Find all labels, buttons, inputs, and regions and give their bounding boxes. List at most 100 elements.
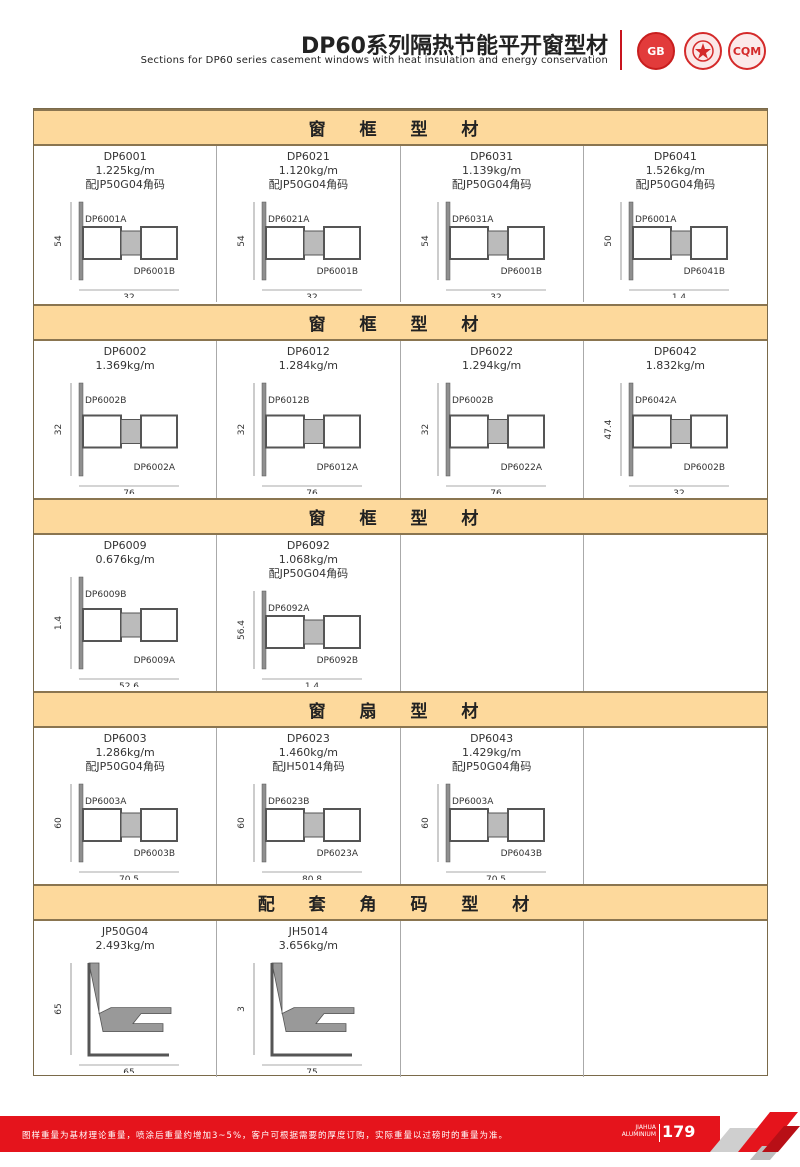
svg-text:54: 54 bbox=[421, 235, 431, 247]
svg-text:DP6002A: DP6002A bbox=[134, 463, 176, 473]
profile-weight: 1.429kg/m bbox=[461, 746, 522, 759]
profile-note: 配JH5014角码 bbox=[272, 760, 345, 773]
svg-text:DP6003B: DP6003B bbox=[134, 849, 175, 859]
profile-note: 配JP50G04角码 bbox=[451, 760, 532, 773]
svg-text:DP6009A: DP6009A bbox=[134, 656, 176, 666]
svg-text:DP6001A: DP6001A bbox=[85, 215, 127, 225]
profile-weight: 1.225kg/m bbox=[95, 164, 155, 177]
profile-code: JH5014 bbox=[288, 925, 329, 938]
svg-text:DP6042A: DP6042A bbox=[635, 396, 677, 406]
profile-code: DP6043 bbox=[470, 732, 514, 745]
profile-weight: 1.139kg/m bbox=[461, 164, 522, 177]
profile-note: 配JP50G04角码 bbox=[85, 178, 165, 191]
profile-weight: 1.460kg/m bbox=[278, 746, 338, 759]
svg-text:DP6001B: DP6001B bbox=[134, 267, 175, 277]
profile-code: DP6023 bbox=[286, 732, 330, 745]
profile-code: JP50G04 bbox=[101, 925, 149, 938]
svg-text:DP6009B: DP6009B bbox=[85, 590, 126, 600]
svg-text:DP6021A: DP6021A bbox=[268, 215, 310, 225]
gb-logo-icon: GB bbox=[637, 32, 675, 70]
svg-text:80.8: 80.8 bbox=[302, 875, 322, 880]
section-header: 窗 扇 型 材 bbox=[34, 691, 767, 728]
svg-text:DP6023B: DP6023B bbox=[268, 797, 309, 807]
page-subtitle: Sections for DP60 series casement window… bbox=[140, 55, 608, 66]
page-number: 179 bbox=[662, 1122, 696, 1141]
svg-text:52.6: 52.6 bbox=[119, 682, 139, 687]
profile-weight: 1.068kg/m bbox=[278, 553, 338, 566]
svg-text:32: 32 bbox=[490, 293, 501, 298]
cqm-logo-icon: CQM bbox=[728, 32, 766, 70]
svg-text:DP6002B: DP6002B bbox=[683, 463, 724, 473]
profile-code: DP6042 bbox=[653, 345, 697, 358]
footer-brand: JIAHUA ALUMINIUM bbox=[598, 1124, 656, 1138]
footer-red-bar bbox=[0, 1116, 720, 1152]
page-header: DP60系列隔热节能平开窗型材 Sections for DP60 series… bbox=[0, 0, 800, 90]
profile-weight: 1.286kg/m bbox=[95, 746, 155, 759]
svg-text:DP6012A: DP6012A bbox=[317, 463, 359, 473]
svg-text:1.4: 1.4 bbox=[54, 616, 64, 631]
svg-text:DP6092A: DP6092A bbox=[268, 604, 310, 614]
profile-code: DP6041 bbox=[653, 150, 697, 163]
page-number-divider bbox=[659, 1124, 660, 1142]
svg-text:70.5: 70.5 bbox=[485, 875, 505, 880]
profile-cross-section-drawing: 1.4 52.6 DP6009B DP6009A bbox=[34, 571, 218, 692]
svg-text:DP6001B: DP6001B bbox=[500, 267, 541, 277]
profile-weight: 1.284kg/m bbox=[278, 359, 338, 372]
svg-text:DP6001B: DP6001B bbox=[317, 267, 358, 277]
profile-weight: 1.369kg/m bbox=[95, 359, 155, 372]
profile-code: DP6002 bbox=[103, 345, 147, 358]
svg-text:DP6003A: DP6003A bbox=[85, 797, 127, 807]
profile-weight: 2.493kg/m bbox=[95, 939, 155, 952]
profile-note: 配JP50G04角码 bbox=[268, 178, 349, 191]
page-footer: 图样重量为基材理论重量，喷涂后重量约增加3~5%，客户可根据需要的厚度订购，实际… bbox=[0, 1108, 800, 1160]
profile-code: DP6003 bbox=[103, 732, 147, 745]
section-header: 窗 框 型 材 bbox=[34, 304, 767, 341]
footer-decoration-icon bbox=[710, 1112, 800, 1160]
profile-cell bbox=[584, 535, 767, 691]
svg-text:DP6092B: DP6092B bbox=[317, 656, 358, 666]
profile-note: 配JP50G04角码 bbox=[635, 178, 716, 191]
profile-note: 配JP50G04角码 bbox=[268, 567, 349, 580]
svg-text:76: 76 bbox=[307, 489, 319, 494]
svg-text:76: 76 bbox=[123, 489, 135, 494]
profile-note: 配JP50G04角码 bbox=[451, 178, 532, 191]
svg-text:32: 32 bbox=[237, 424, 247, 435]
profile-note: 配JP50G04角码 bbox=[85, 760, 165, 773]
svg-text:32: 32 bbox=[123, 293, 134, 298]
svg-text:DP6002B: DP6002B bbox=[85, 396, 126, 406]
svg-text:70.5: 70.5 bbox=[119, 875, 139, 880]
svg-text:DP6022A: DP6022A bbox=[500, 463, 542, 473]
profile-code: DP6021 bbox=[286, 150, 330, 163]
brand-line-1: JIAHUA bbox=[635, 1124, 656, 1131]
gb-logo-text: GB bbox=[647, 44, 665, 58]
svg-text:DP6001A: DP6001A bbox=[635, 215, 677, 225]
svg-text:56.4: 56.4 bbox=[237, 620, 247, 640]
